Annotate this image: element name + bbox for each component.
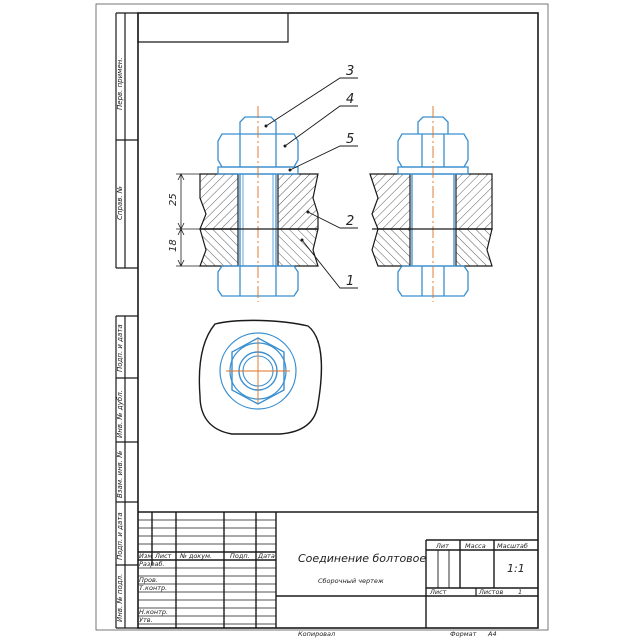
sheets-label: Листов xyxy=(478,588,503,596)
plate-bottom-left xyxy=(199,228,239,267)
header-lit: Лит xyxy=(435,542,449,550)
sheets-count: 1 xyxy=(518,588,522,596)
top-plate-outline xyxy=(198,319,323,435)
plate-top-right xyxy=(277,173,319,230)
side-nut xyxy=(397,133,469,168)
column-header-list: Лист xyxy=(154,552,172,560)
nut xyxy=(217,133,299,168)
dimension-18: 18 xyxy=(168,239,179,252)
format-value: A4 xyxy=(487,630,497,638)
column-header-izm: Изм xyxy=(139,552,152,560)
side-stamp-label-6: Подп. и дата xyxy=(116,512,124,560)
side-plate-top-right xyxy=(455,173,493,230)
side-stamp-label-2: Справ. № xyxy=(116,186,124,220)
side-plate-top-left xyxy=(369,173,411,230)
callout-3: 3 xyxy=(346,64,354,79)
dimension-25: 25 xyxy=(168,193,179,206)
side-stamp-label-3: Подп. и дата xyxy=(116,324,124,372)
top-washer-circle xyxy=(219,332,297,410)
callout-4: 4 xyxy=(346,92,354,107)
drawing-title: Соединение болтовое xyxy=(298,552,426,565)
drawing-subtitle: Сборочный чертеж xyxy=(318,577,384,585)
format-label: Формат xyxy=(450,630,477,638)
top-view xyxy=(198,319,323,435)
bolt-head xyxy=(217,265,299,297)
dimension-lines xyxy=(176,173,200,267)
side-plate-bottom-right xyxy=(455,228,493,267)
role-checker: Пров. xyxy=(139,576,158,584)
side-stamp-label-4: Инв. № дубл. xyxy=(116,390,124,438)
side-view xyxy=(369,106,493,302)
side-stamp-label-1: Перв. примен. xyxy=(116,57,124,110)
role-developer: Разраб. xyxy=(139,560,165,568)
front-view xyxy=(199,106,319,302)
top-stamp-box xyxy=(137,13,289,43)
plate-top-left xyxy=(199,173,239,230)
role-norm-control: Н.контр. xyxy=(139,608,168,616)
copied-label: Копировал xyxy=(298,630,335,638)
title-block xyxy=(138,511,538,628)
callout-leaders xyxy=(265,77,358,289)
header-scale: Масштаб xyxy=(497,542,528,550)
frame-border xyxy=(137,12,539,629)
sheet-outer-border xyxy=(95,3,549,631)
column-header-doc: № докум. xyxy=(179,552,212,560)
scale-value: 1:1 xyxy=(507,562,525,575)
side-bolt-head xyxy=(397,265,469,297)
callout-2: 2 xyxy=(346,214,354,229)
callout-1: 1 xyxy=(346,274,354,289)
role-tech-control: Т.контр. xyxy=(139,584,167,592)
sheet-label: Лист xyxy=(429,588,447,596)
side-stamps xyxy=(115,12,138,629)
side-stamp-labels: Перв. примен. Справ. № Подп. и дата Инв.… xyxy=(116,57,124,622)
header-mass: Масса xyxy=(465,542,486,550)
column-header-date: Дата xyxy=(257,552,275,560)
column-header-sign: Подп. xyxy=(230,552,250,560)
plate-bottom-right xyxy=(277,228,319,267)
side-stamp-label-5: Взам. инв. № xyxy=(116,450,124,498)
callout-5: 5 xyxy=(346,132,354,147)
callout-dots xyxy=(264,124,310,242)
role-approver: Утв. xyxy=(139,616,153,624)
side-plate-bottom-left xyxy=(371,228,411,267)
side-stamp-label-7: Инв. № подл. xyxy=(116,574,124,622)
top-nut-hex xyxy=(231,337,285,405)
